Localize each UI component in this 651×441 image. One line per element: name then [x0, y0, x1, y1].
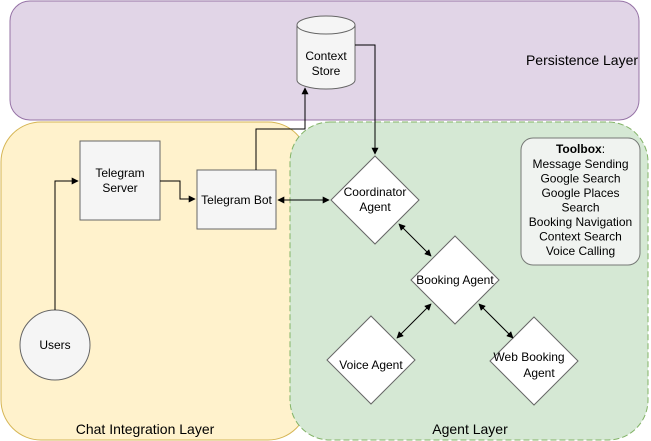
telegram-bot-label: Telegram Bot: [201, 193, 272, 207]
telegram-server: Telegram Server: [79, 140, 161, 221]
toolbox-item: Message Sending: [532, 157, 628, 171]
coordinator-agent: Coordinator Agent: [330, 155, 420, 245]
persistence-layer-label: Persistence Layer: [526, 52, 638, 68]
context-store: Context Store: [296, 15, 356, 90]
edge-booking-voice: [396, 303, 432, 339]
users-label: Users: [39, 338, 70, 352]
web-booking-agent-label-2: Agent: [523, 366, 555, 380]
voice-agent: Voice Agent: [326, 315, 416, 405]
edge-bot-to-context-store: [255, 87, 309, 170]
web-booking-agent-label-1: Web Booking: [493, 350, 564, 364]
telegram-server-label-2: Server: [102, 181, 137, 195]
booking-agent-label: Booking Agent: [416, 273, 494, 287]
toolbox-title-suffix: :: [602, 142, 605, 156]
toolbox-item: Voice Calling: [546, 244, 615, 258]
toolbox-title: Toolbox:: [556, 142, 605, 156]
edge-telegram-server-to-bot: [160, 180, 196, 203]
voice-agent-label: Voice Agent: [339, 358, 403, 372]
telegram-bot: Telegram Bot: [196, 169, 277, 230]
context-store-label-2: Store: [312, 64, 341, 78]
web-booking-agent: Web Booking Agent: [489, 316, 579, 406]
toolbox-item: Context Search: [539, 230, 622, 244]
coordinator-agent-label-1: Coordinator: [344, 185, 407, 199]
toolbox-item: Search: [561, 201, 599, 215]
toolbox-item: Google Search: [540, 172, 620, 186]
toolbox-title-text: Toolbox: [556, 142, 602, 156]
toolbox-item: Booking Navigation: [529, 215, 632, 229]
edge-context-store-to-coordinator: [355, 44, 379, 155]
toolbox: Toolbox: Message Sending Google Search G…: [520, 137, 641, 266]
chat-integration-layer-label: Chat Integration Layer: [76, 421, 215, 437]
context-store-label-1: Context: [305, 49, 347, 63]
edge-coordinator-booking: [398, 223, 432, 257]
edge-booking-web: [478, 303, 514, 339]
users-node: Users: [19, 309, 91, 381]
agent-layer-label: Agent Layer: [432, 421, 508, 437]
edge-users-to-telegram-server: [54, 177, 79, 310]
booking-agent: Booking Agent: [410, 235, 500, 325]
coordinator-agent-label-2: Agent: [359, 200, 391, 214]
toolbox-item: Google Places: [541, 186, 619, 200]
telegram-server-label-1: Telegram: [95, 166, 144, 180]
